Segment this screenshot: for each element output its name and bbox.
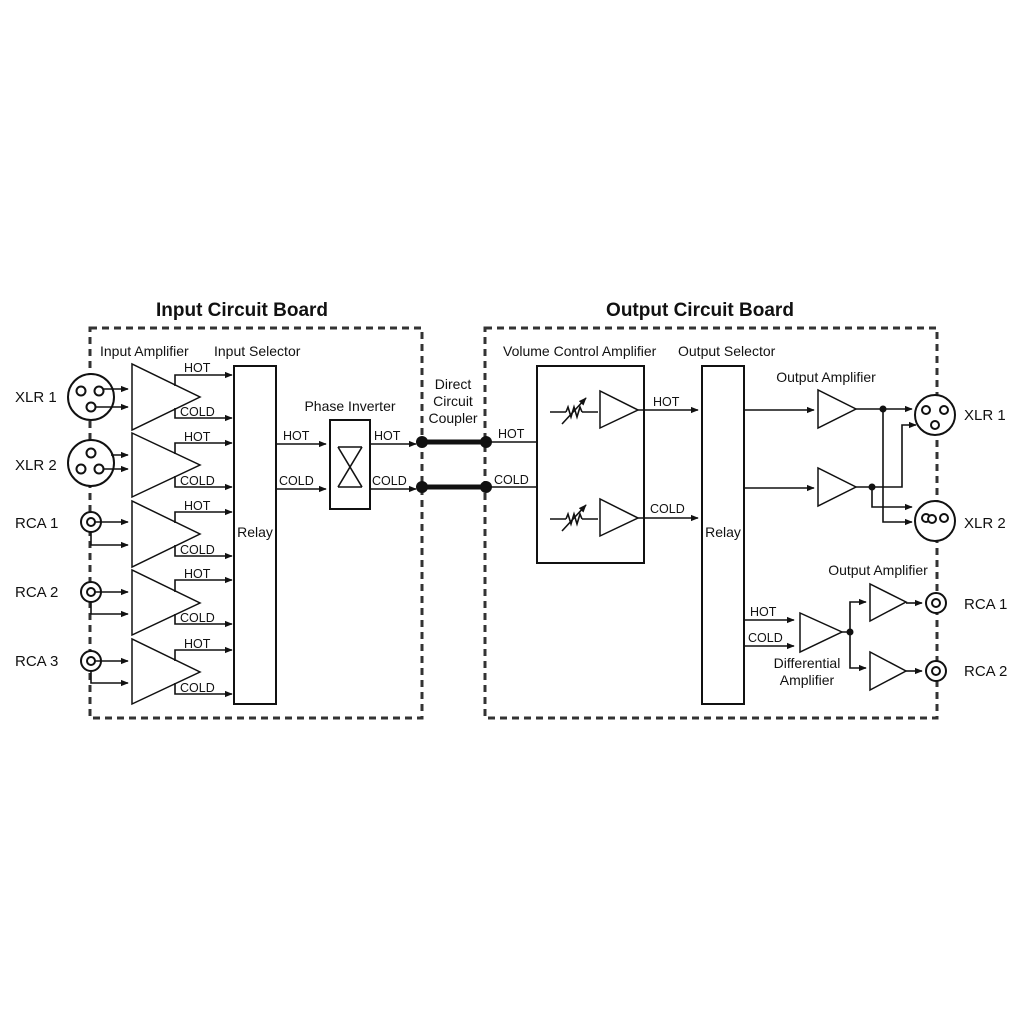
output-amplifier-rca-label: Output Amplifier [828,562,928,578]
output-relay-label: Relay [705,524,741,540]
output-board-title: Output Circuit Board [606,300,794,321]
input-label-xlr1: XLR 1 [15,389,57,406]
cold-label-5: COLD [180,681,215,695]
diff-hot-label: HOT [750,605,777,619]
coupler-label-line3: Coupler [428,410,477,426]
phase-inverter-label: Phase Inverter [304,398,395,414]
output-selector-relay [701,365,745,705]
input-amplifier-3 [131,499,202,569]
input-label-rca2: RCA 2 [15,584,58,601]
hot-label-1: HOT [184,361,211,375]
input-amplifier-4 [131,568,202,637]
input-label-xlr2: XLR 2 [15,457,57,474]
input-relay-label: Relay [237,524,273,540]
coupler-label-line1: Direct [435,376,472,392]
volume-amp-cold [599,497,640,538]
xlr2-input-jack [67,439,115,487]
output-amplifier-label: Output Amplifier [776,369,876,385]
volume-control-amplifier-label: Volume Control Amplifier [503,343,657,359]
output-label-xlr2: XLR 2 [964,515,1006,532]
differential-amplifier [799,611,844,654]
coupler-cold-label: COLD [494,473,529,487]
rca2-output-jack [925,660,947,682]
differential-amplifier-label-line2: Amplifier [780,672,835,688]
relay-cold-label: COLD [279,474,314,488]
cold-label-3: COLD [180,543,215,557]
differential-amplifier-label-line1: Differential [774,655,841,671]
volume-hot-label: HOT [653,395,680,409]
input-label-rca3: RCA 3 [15,653,58,670]
volume-cold-label: COLD [650,502,685,516]
xlr1-output-jack [914,394,956,436]
hot-label-4: HOT [184,567,211,581]
volume-potentiometer-icon-cold [561,504,587,532]
coupler-label-line2: Circuit [433,393,473,409]
hot-label-3: HOT [184,499,211,513]
cold-label-4: COLD [180,611,215,625]
diff-cold-label: COLD [748,631,783,645]
input-amplifier-label: Input Amplifier [100,343,189,359]
input-board-title: Input Circuit Board [156,300,328,321]
output-amp-rca1 [869,582,908,623]
output-amp-rca2 [869,650,908,692]
output-selector-label: Output Selector [678,343,776,359]
input-selector-label: Input Selector [214,343,301,359]
relay-hot-label: HOT [283,429,310,443]
output-amp-xlr-hot [817,388,858,430]
cold-label-2: COLD [180,474,215,488]
output-label-xlr1: XLR 1 [964,407,1006,424]
volume-potentiometer-icon-hot [561,397,587,425]
inverter-hot-label: HOT [374,429,401,443]
input-label-rca1: RCA 1 [15,515,58,532]
hot-label-2: HOT [184,430,211,444]
volume-control-amplifier-block [536,365,645,564]
rca1-input-jack [80,511,102,533]
hot-label-5: HOT [184,637,211,651]
volume-amp-hot [599,389,640,430]
xlr2-output-jack [914,500,956,542]
input-amplifier-2 [131,431,202,499]
coupler-hot-label: HOT [498,427,525,441]
direct-circuit-coupler [416,436,492,493]
output-label-rca2: RCA 2 [964,663,1007,680]
inverter-cold-label: COLD [372,474,407,488]
cold-label-1: COLD [180,405,215,419]
output-board-outline [483,326,939,720]
output-amp-xlr-cold [817,466,858,508]
rca1-output-jack [925,592,947,614]
input-amplifier-5 [131,637,202,706]
phase-inverter-block [329,419,371,510]
input-selector-relay [233,365,277,705]
output-label-rca1: RCA 1 [964,596,1007,613]
input-amplifier-1 [131,362,202,432]
xlr1-input-jack [67,373,115,421]
